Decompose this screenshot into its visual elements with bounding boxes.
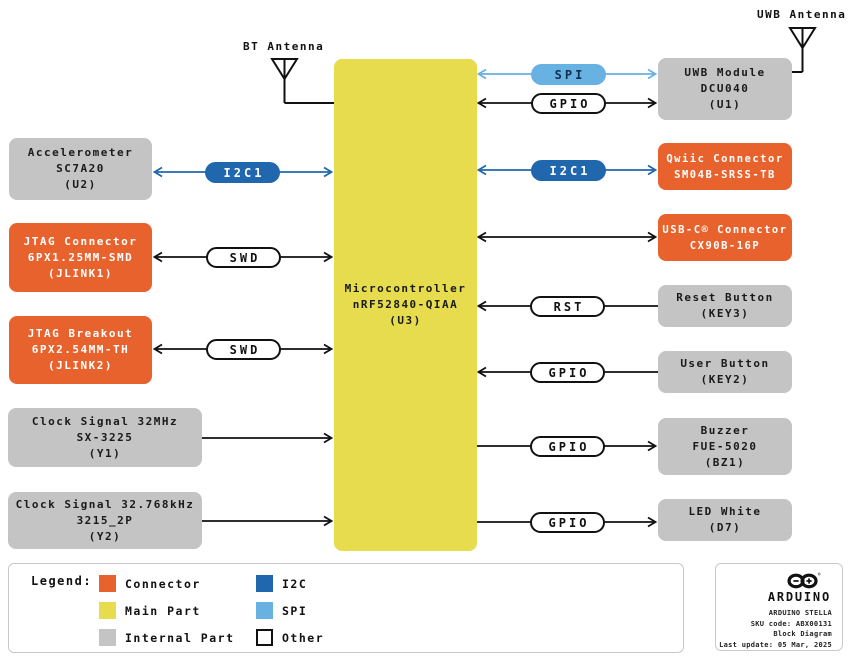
sku-code: SKU code: ABX00131 <box>750 619 832 628</box>
jlink2-line1: JTAG Breakout <box>27 327 134 340</box>
legend-connector-label: Connector <box>125 576 201 591</box>
reset-button-block: Reset Button (KEY3) <box>658 285 792 327</box>
internal-part-swatch <box>99 629 116 646</box>
bt-antenna-icon <box>270 58 334 104</box>
clock-32768khz-block: Clock Signal 32.768kHz 3215_2P (Y2) <box>8 492 202 549</box>
jlink2-line3: (JLINK2) <box>48 359 113 372</box>
jtag-breakout-block: JTAG Breakout 6PX2.54MM-TH (JLINK2) <box>9 316 152 384</box>
legend-item-other: Other <box>256 629 324 646</box>
buzzer-line3: (BZ1) <box>704 455 746 469</box>
gpio-led-bus-label: GPIO <box>530 512 605 533</box>
uwb-antenna-label: UWB Antenna <box>757 8 847 21</box>
led-line2: (D7) <box>708 521 742 534</box>
y1-line3: (Y1) <box>88 446 122 460</box>
accel-line3: (U2) <box>64 178 97 191</box>
buzzer-block: Buzzer FUE-5020 (BZ1) <box>658 418 792 475</box>
user-line1: User Button <box>680 357 770 370</box>
user-line2: (KEY2) <box>700 373 750 386</box>
gpio-buzzer-bus-label: GPIO <box>530 436 605 457</box>
i2c-swatch <box>256 575 273 592</box>
arduino-wordmark: ARDUINO <box>767 590 831 605</box>
legend-main-part-label: Main Part <box>125 603 201 618</box>
uwb-antenna-icon <box>788 27 817 73</box>
swd1-bus-label: SWD <box>206 247 281 268</box>
accel-line2: SC7A20 <box>56 162 105 175</box>
led-white-block: LED White (D7) <box>658 499 792 541</box>
i2c1-right-bus-label: I2C1 <box>531 160 606 181</box>
gpio-user-bus-label: GPIO <box>530 362 605 383</box>
accel-line1: Accelerometer <box>27 146 134 159</box>
uwb-line2: DCU040 <box>700 82 750 95</box>
legend-spi-label: SPI <box>282 603 308 618</box>
led-line1: LED White <box>688 505 762 518</box>
legend-other-label: Other <box>282 630 325 645</box>
title-block: ® ARDUINO ARDUINO STELLA SKU code: ABX00… <box>715 563 843 651</box>
mcu-line1: Microcontroller <box>344 282 467 295</box>
buzzer-line2: FUE-5020 <box>692 439 758 453</box>
reset-line2: (KEY3) <box>700 307 750 320</box>
jlink1-line3: (JLINK1) <box>48 266 113 280</box>
rst-bus-label: RST <box>530 296 605 317</box>
spi-bus-label: SPI <box>531 64 606 85</box>
uwb-line1: UWB Module <box>684 66 766 79</box>
legend-internal-part-label: Internal Part <box>125 630 235 645</box>
legend-item-connector: Connector <box>99 575 201 592</box>
legend-item-i2c: I2C <box>256 575 307 592</box>
uwb-line3: (U1) <box>708 98 742 111</box>
main-part-swatch <box>99 602 116 619</box>
spi-swatch <box>256 602 273 619</box>
mcu-line3: (U3) <box>389 314 422 327</box>
legend-title: Legend: <box>31 574 93 588</box>
legend-panel: Legend: Connector Main Part Internal Par… <box>8 563 684 653</box>
svg-text:®: ® <box>818 572 821 576</box>
other-swatch <box>256 629 273 646</box>
jlink2-line2: 6PX2.54MM-TH <box>31 343 130 356</box>
legend-item-internal-part: Internal Part <box>99 629 235 646</box>
doc-type: Block Diagram <box>773 630 832 639</box>
clock-32mhz-block: Clock Signal 32MHz SX-3225 (Y1) <box>8 408 202 467</box>
jtag-connector-block: JTAG Connector 6PX1.25MM-SMD (JLINK1) <box>9 223 152 292</box>
swd2-bus-label: SWD <box>206 339 281 360</box>
usbc-connector-block: USB-C® Connector CX90B-16P <box>658 214 792 261</box>
y1-line1: Clock Signal 32MHz <box>31 414 179 428</box>
y2-line3: (Y2) <box>88 529 122 543</box>
uwb-module-block: UWB Module DCU040 (U1) <box>658 58 792 120</box>
gpio-uwb-bus-label: GPIO <box>531 93 606 114</box>
buzzer-line1: Buzzer <box>700 423 750 437</box>
mcu-line2: nRF52840-QIAA <box>352 298 459 311</box>
user-button-block: User Button (KEY2) <box>658 351 792 393</box>
usbc-line2: CX90B-16P <box>689 239 761 252</box>
mcu-block: Microcontroller nRF52840-QIAA (U3) <box>334 59 477 551</box>
legend-i2c-label: I2C <box>282 576 308 591</box>
product-name: ARDUINO STELLA <box>768 609 832 618</box>
legend-item-main-part: Main Part <box>99 602 201 619</box>
reset-line1: Reset Button <box>676 291 774 304</box>
y2-line1: Clock Signal 32.768kHz <box>15 497 195 511</box>
jlink1-line2: 6PX1.25MM-SMD <box>27 250 134 264</box>
y1-line2: SX-3225 <box>76 430 134 444</box>
qwiic-line2: SM04B-SRSS-TB <box>674 168 776 181</box>
usbc-line1: USB-C® Connector <box>662 223 788 236</box>
arduino-logo-icon: ® <box>787 572 821 589</box>
i2c1-left-bus-label: I2C1 <box>205 162 280 183</box>
qwiic-connector-block: Qwiic Connector SM04B-SRSS-TB <box>658 143 792 190</box>
y2-line2: 3215_2P <box>76 513 134 527</box>
accelerometer-block: Accelerometer SC7A20 (U2) <box>9 138 152 200</box>
last-update: Last update: 05 Mar, 2025 <box>719 640 832 649</box>
qwiic-line1: Qwiic Connector <box>666 152 784 165</box>
bt-antenna-label: BT Antenna <box>243 40 325 53</box>
legend-item-spi: SPI <box>256 602 307 619</box>
jlink1-line1: JTAG Connector <box>23 234 138 248</box>
connector-swatch <box>99 575 116 592</box>
